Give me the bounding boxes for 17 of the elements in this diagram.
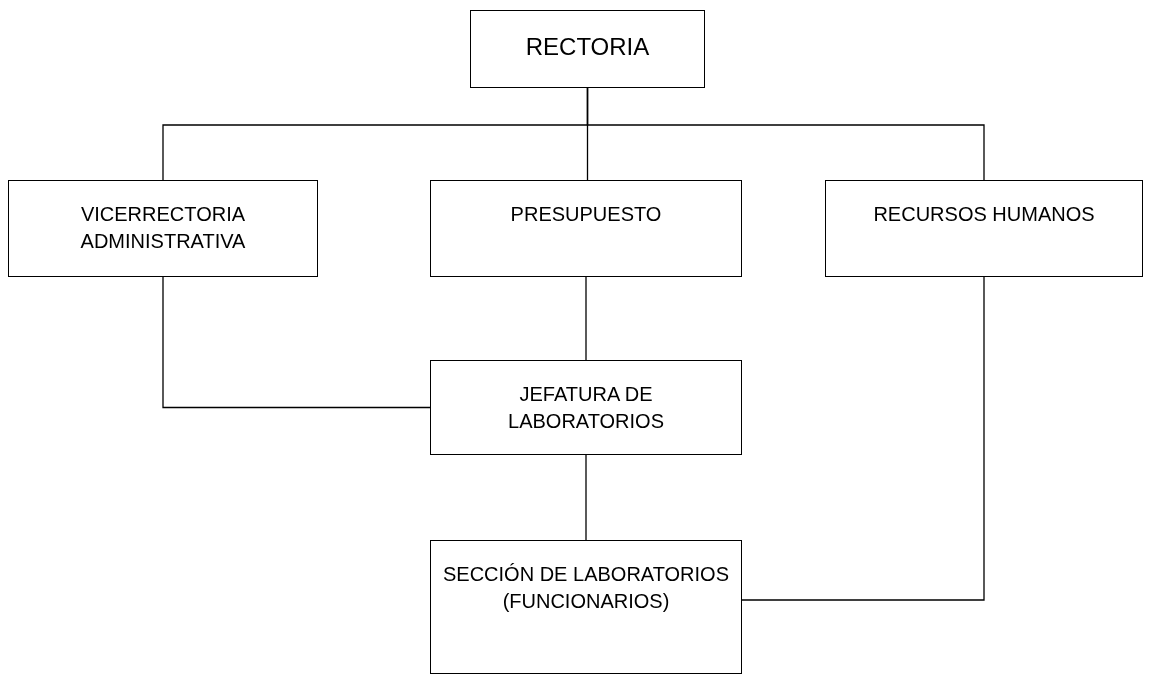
box-label: SECCIÓN DE LABORATORIOS (FUNCIONARIOS) [442, 562, 730, 614]
org-box [8, 180, 318, 277]
org-box [430, 180, 742, 277]
box-label: VICERRECTORIA ADMINISTRATIVA [79, 202, 247, 254]
connector-line [585, 276, 587, 361]
box-label: PRESUPUESTO [510, 202, 662, 227]
box-label: RECTORIA [525, 32, 650, 62]
connector-line [585, 454, 587, 541]
connector-line [162, 276, 431, 409]
org-box [430, 360, 742, 455]
connector-line [586, 87, 985, 181]
org-box [825, 180, 1143, 277]
org-box [430, 540, 742, 674]
box-label: JEFATURA DE LABORATORIOS [507, 382, 665, 434]
box-label: RECURSOS HUMANOS [873, 202, 1095, 227]
connector-line [741, 276, 985, 601]
org-box [470, 10, 705, 88]
